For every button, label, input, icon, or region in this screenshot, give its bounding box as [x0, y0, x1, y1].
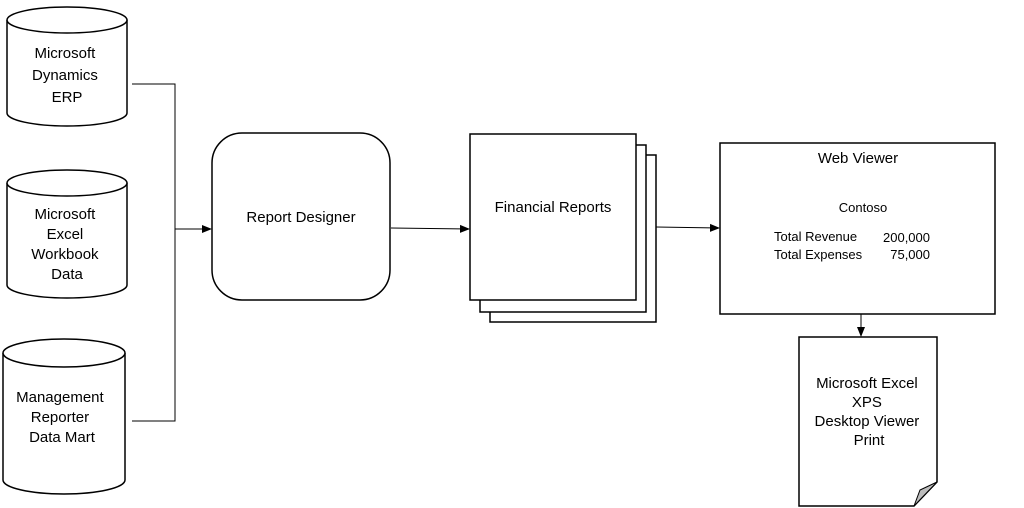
output-line-3: Desktop Viewer: [815, 413, 920, 430]
excel-workbook-cylinder: Microsoft Excel Workbook Data: [6, 169, 128, 299]
report-designer-box: Report Designer: [211, 132, 391, 301]
total-expenses-value: 75,000: [890, 247, 930, 262]
data-mart-cylinder: Management Reporter Data Mart: [2, 338, 126, 495]
company-name: Contoso: [839, 200, 887, 215]
web-viewer-box: Web Viewer Contoso Total Revenue 200,000…: [719, 142, 996, 315]
datamart-line-1: Management: [16, 389, 104, 406]
svg-text:Microsoft Excel Wo: Microsoft Excel Workbook Data: [31, 206, 102, 283]
excel-line-4: Data: [51, 266, 83, 283]
page-curl-icon: [913, 481, 938, 507]
report-designer-label: Report Designer: [246, 209, 355, 226]
arrow-reports-to-viewer: [655, 223, 720, 232]
dynamics-line-2: Dynamics: [32, 67, 98, 84]
dynamics-erp-cylinder: Microsoft Dynamics ERP: [6, 6, 128, 127]
output-document: Microsoft Excel XPS Desktop Viewer Print: [798, 336, 938, 507]
datamart-line-3: Data Mart: [29, 429, 96, 446]
output-line-2: XPS: [852, 394, 882, 411]
total-revenue-label: Total Revenue: [774, 229, 857, 244]
output-line-1: Microsoft Excel: [816, 375, 918, 392]
output-line-4: Print: [854, 432, 886, 449]
arrow-designer-to-reports: [390, 224, 470, 233]
datamart-line-2: Reporter: [31, 409, 89, 426]
web-viewer-title: Web Viewer: [818, 150, 898, 167]
total-revenue-value: 200,000: [883, 230, 930, 245]
excel-line-1: Microsoft: [34, 206, 96, 223]
sources-bracket: [132, 83, 176, 422]
financial-reports-stack: Financial Reports: [469, 133, 657, 323]
dynamics-line-3: ERP: [52, 89, 83, 106]
excel-line-2: Excel: [47, 226, 84, 243]
financial-reports-label: Financial Reports: [495, 199, 612, 216]
svg-text:Microsoft Excel XPS: Microsoft Excel XPS Desktop Viewer Print: [815, 375, 924, 449]
total-expenses-label: Total Expenses: [774, 247, 863, 262]
svg-text:Management Reporter: Management Reporter Data Mart: [16, 389, 108, 446]
dynamics-line-1: Microsoft: [34, 45, 96, 62]
excel-line-3: Workbook: [31, 246, 99, 263]
svg-text:Microsoft Dynamics: Microsoft Dynamics ERP: [32, 45, 102, 106]
